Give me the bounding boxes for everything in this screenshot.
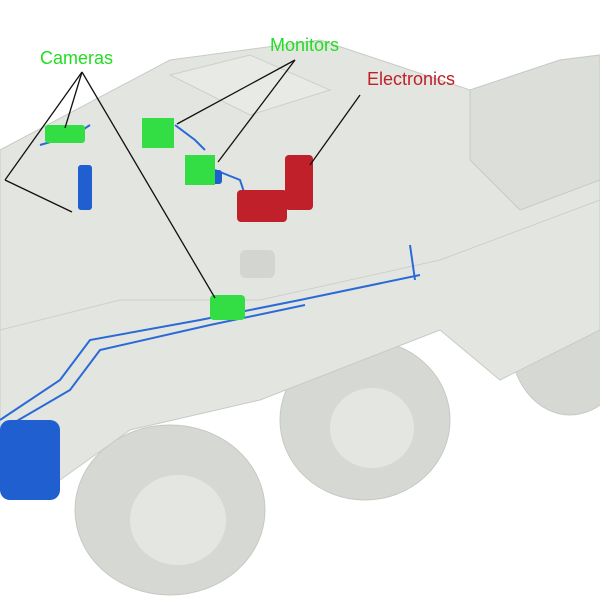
monitors [142, 118, 215, 185]
callout-arrows [4, 59, 361, 299]
hull [0, 39, 600, 481]
electronics-label: Electronics [367, 69, 456, 89]
cabling-boxes [0, 165, 222, 500]
cameras [45, 125, 245, 320]
monitors-label: Monitors [270, 35, 340, 55]
electronics [237, 155, 313, 222]
cameras-label: Cameras [40, 48, 114, 68]
